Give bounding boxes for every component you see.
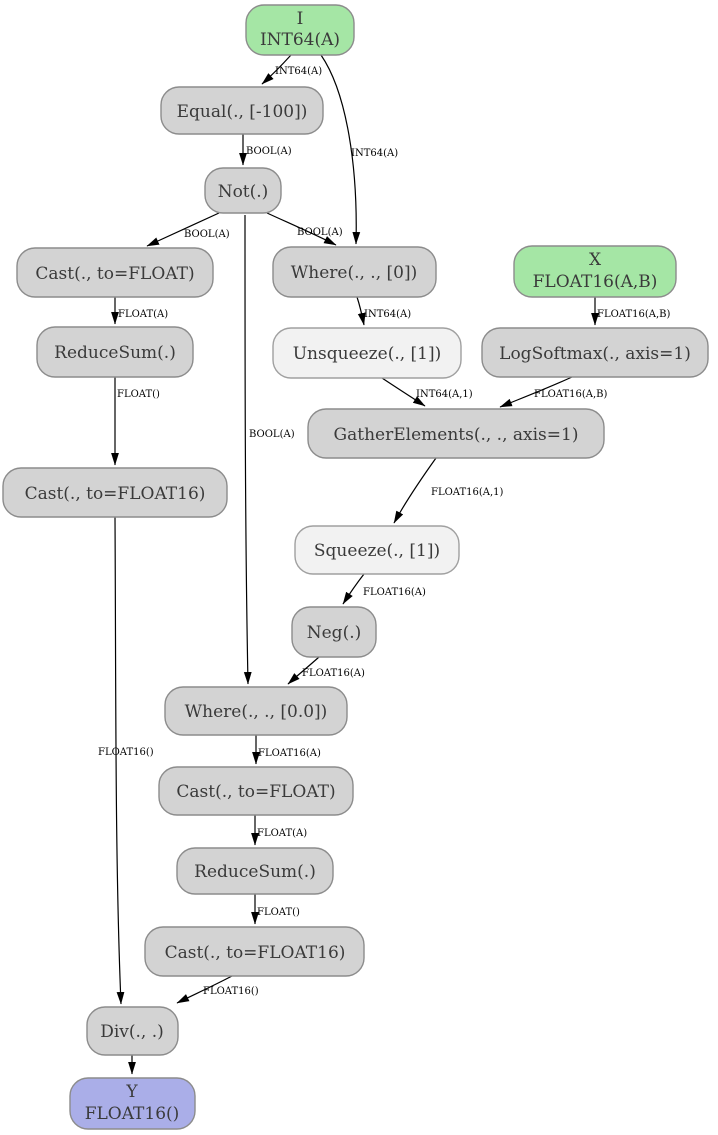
node-cast-float16-left: Cast(., to=FLOAT16)	[2, 467, 228, 518]
node-label: Equal(., [-100])	[177, 102, 308, 122]
node-cast-float-left: Cast(., to=FLOAT)	[16, 247, 214, 298]
edge-cast16mid-div	[176, 975, 233, 1004]
node-cast-float16-mid: Cast(., to=FLOAT16)	[144, 926, 365, 977]
node-input-x: X FLOAT16(A,B)	[513, 245, 677, 298]
edge-label: BOOL(A)	[249, 429, 295, 440]
node-label: Cast(., to=FLOAT)	[35, 264, 194, 284]
node-label: LogSoftmax(., axis=1)	[499, 344, 691, 364]
node-box	[272, 327, 462, 379]
node-box	[307, 408, 605, 459]
edge-label: FLOAT16(A)	[302, 668, 365, 679]
edge-labels-layer: INT64(A) INT64(A) BOOL(A) BOOL(A) BOOL(A…	[98, 66, 670, 997]
edge-cast16left-div	[114, 516, 125, 1005]
node-box	[245, 4, 355, 56]
nodes-layer: I INT64(A) Equal(., [-100]) Not(.) Cast(…	[2, 4, 709, 1130]
edge-label: FLOAT16(A,1)	[431, 487, 504, 498]
edge-squeeze-neg	[342, 573, 365, 605]
edge-label: FLOAT16(A,B)	[534, 389, 607, 400]
edge-neg-where00	[287, 656, 320, 685]
node-label: Cast(., to=FLOAT16)	[25, 484, 206, 504]
node-label: Squeeze(., [1])	[314, 541, 440, 561]
edge-label: FLOAT()	[117, 389, 160, 400]
edge-label: INT64(A,1)	[416, 389, 473, 400]
edge-gather-squeeze	[393, 457, 437, 524]
node-box	[144, 926, 365, 977]
edge-label: FLOAT(A)	[118, 309, 168, 320]
node-label: ReduceSum(.)	[54, 343, 176, 363]
edge-label: FLOAT16()	[203, 986, 259, 997]
edge-not-castfloat-left	[146, 212, 220, 247]
node-box	[272, 246, 437, 298]
node-box	[294, 525, 460, 575]
node-box	[160, 86, 324, 135]
node-label: Where(., ., [0])	[291, 263, 417, 283]
node-label: Cast(., to=FLOAT16)	[165, 943, 346, 963]
node-box	[176, 847, 334, 895]
node-input-i: I INT64(A)	[245, 4, 355, 56]
node-label: Div(., .)	[100, 1022, 164, 1042]
edge-logsoftmax-gather	[499, 376, 573, 408]
node-box	[2, 467, 228, 518]
edge-not-where0	[266, 212, 337, 246]
node-label: Cast(., to=FLOAT)	[176, 782, 335, 802]
node-box	[36, 326, 194, 378]
node-where-00: Where(., ., [0.0])	[164, 686, 348, 736]
node-label: Neg(.)	[307, 623, 362, 643]
node-box	[204, 167, 282, 214]
node-neg: Neg(.)	[291, 606, 377, 658]
node-label: Unsqueeze(., [1])	[293, 344, 442, 364]
edge-label: BOOL(A)	[246, 146, 292, 157]
node-box	[513, 245, 677, 298]
edge-label: BOOL(A)	[184, 229, 230, 240]
edge-i-equal	[261, 54, 292, 85]
node-label: FLOAT16(A,B)	[533, 272, 658, 292]
edge-label: FLOAT(A)	[257, 828, 307, 839]
node-label: I	[297, 9, 304, 29]
node-box	[16, 247, 214, 298]
node-output-y: Y FLOAT16()	[69, 1077, 196, 1130]
edge-label: BOOL(A)	[297, 227, 343, 238]
node-not: Not(.)	[204, 167, 282, 214]
node-unsqueeze: Unsqueeze(., [1])	[272, 327, 462, 379]
node-squeeze: Squeeze(., [1])	[294, 525, 460, 575]
node-label: FLOAT16()	[85, 1104, 180, 1124]
node-box	[69, 1077, 196, 1130]
edge-label: FLOAT16(A,B)	[597, 309, 670, 320]
node-box	[86, 1006, 179, 1056]
edge-i-where0	[320, 54, 361, 245]
edge-not-where00	[243, 214, 252, 685]
edge-label: FLOAT16(A)	[363, 587, 426, 598]
node-label: Y	[125, 1082, 138, 1102]
edge-label: INT64(A)	[351, 148, 398, 159]
node-div: Div(., .)	[86, 1006, 179, 1056]
edges-layer	[111, 54, 599, 1075]
node-reducesum-mid: ReduceSum(.)	[176, 847, 334, 895]
node-label: X	[589, 250, 602, 270]
node-label: ReduceSum(.)	[194, 862, 316, 882]
node-where-0: Where(., ., [0])	[272, 246, 437, 298]
edge-label: FLOAT16()	[98, 747, 154, 758]
node-label: INT64(A)	[260, 30, 340, 50]
node-label: Not(.)	[218, 182, 269, 202]
node-label: Where(., ., [0.0])	[185, 702, 328, 722]
node-box	[481, 327, 709, 378]
node-reducesum-left: ReduceSum(.)	[36, 326, 194, 378]
node-cast-float-mid: Cast(., to=FLOAT)	[158, 766, 354, 816]
edge-unsqueeze-gather	[381, 377, 426, 407]
node-equal: Equal(., [-100])	[160, 86, 324, 135]
node-box	[164, 686, 348, 736]
node-label: GatherElements(., ., axis=1)	[334, 425, 579, 445]
edge-label: INT64(A)	[275, 66, 322, 77]
node-box	[291, 606, 377, 658]
edge-label: INT64(A)	[364, 309, 411, 320]
edge-label: FLOAT()	[257, 907, 300, 918]
node-logsoftmax: LogSoftmax(., axis=1)	[481, 327, 709, 378]
node-gatherelements: GatherElements(., ., axis=1)	[307, 408, 605, 459]
edge-label: FLOAT16(A)	[258, 748, 321, 759]
node-box	[158, 766, 354, 816]
edge-where0-unsqueeze	[356, 296, 366, 326]
